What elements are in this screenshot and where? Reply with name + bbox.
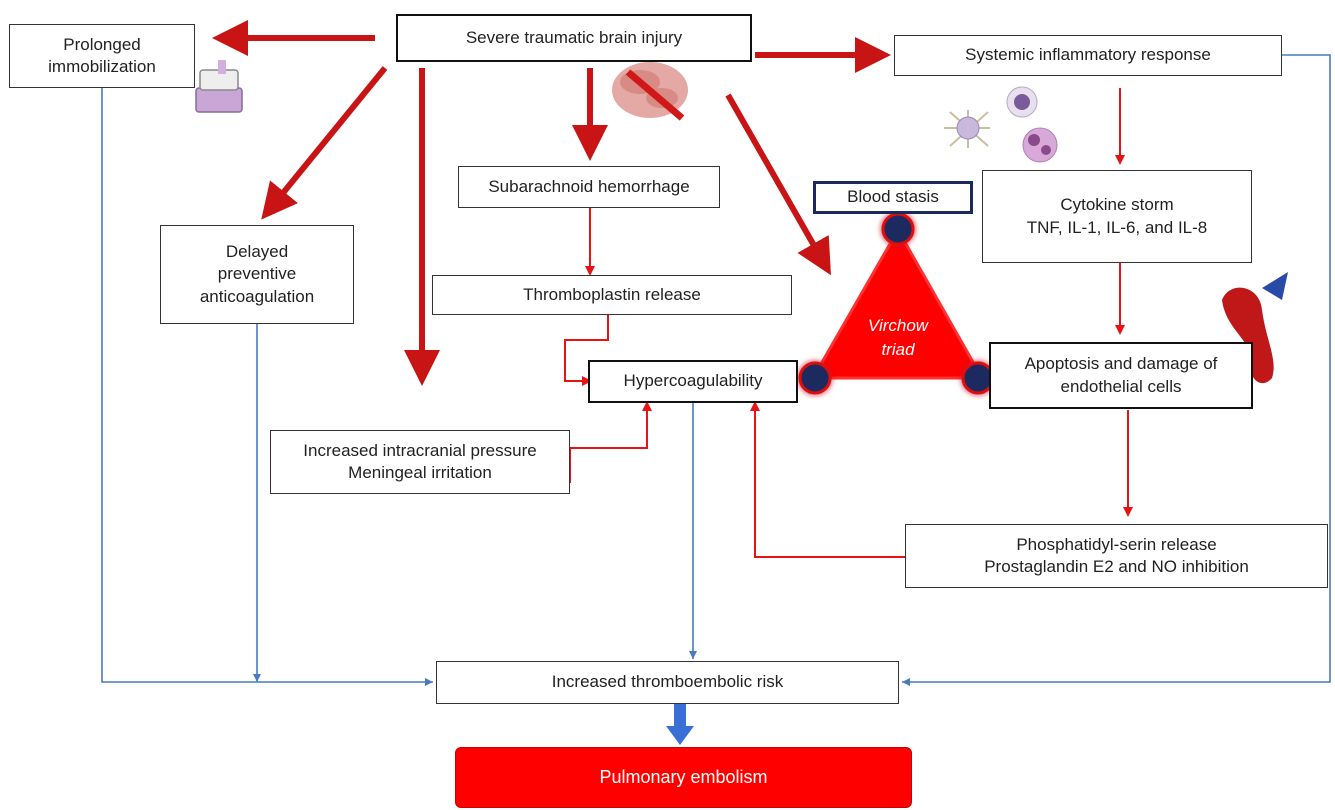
arrow-risk-to-pe (666, 704, 694, 745)
hypercoagulability-box: Hypercoagulability (588, 360, 798, 403)
icp-box: Increased intracranial pressure Meningea… (270, 430, 570, 494)
virchow-triangle (810, 226, 985, 380)
damaged-vessel-icon (1222, 272, 1288, 384)
apoptosis-box: Apoptosis and damage of endothelial cell… (989, 342, 1253, 409)
arrow-phosphatidyl-to-hypercoag (750, 401, 905, 558)
systemic-response-box: Systemic inflammatory response (894, 35, 1282, 76)
virchow-triad-label: Virchow triad (867, 316, 929, 359)
immobilization-box: Prolonged immobilization (9, 24, 195, 88)
immune-cells-icon (944, 86, 1058, 163)
arrow-thromboplastin-to-hypercoag (564, 314, 609, 386)
brain-icon (612, 62, 688, 121)
line-systemic-to-risk (902, 54, 1331, 686)
sah-box: Subarachnoid hemorrhage (458, 166, 720, 208)
cytokine-storm-box: Cytokine storm TNF, IL-1, IL-6, and IL-8 (982, 170, 1252, 263)
tbi-box: Severe traumatic brain injury (396, 14, 752, 62)
pulmonary-embolism-box: Pulmonary embolism (455, 747, 912, 808)
arrow-tbi-to-delayed (261, 66, 388, 220)
line-immobilization-to-risk (101, 88, 433, 686)
virchow-node-top (881, 212, 915, 246)
virchow-node-left (798, 361, 832, 395)
phosphatidyl-box: Phosphatidyl-serin release Prostaglandin… (905, 524, 1328, 588)
thromboplastin-box: Thromboplastin release (432, 275, 792, 315)
delayed-anticoagulation-box: Delayed preventive anticoagulation (160, 225, 354, 324)
thromboembolic-risk-box: Increased thromboembolic risk (436, 661, 899, 704)
blood-stasis-box: Blood stasis (813, 181, 973, 214)
arrow-tbi-to-virchow (725, 93, 831, 276)
hospital-bed-icon (195, 60, 243, 113)
arrow-icp-to-hypercoag (569, 401, 652, 483)
